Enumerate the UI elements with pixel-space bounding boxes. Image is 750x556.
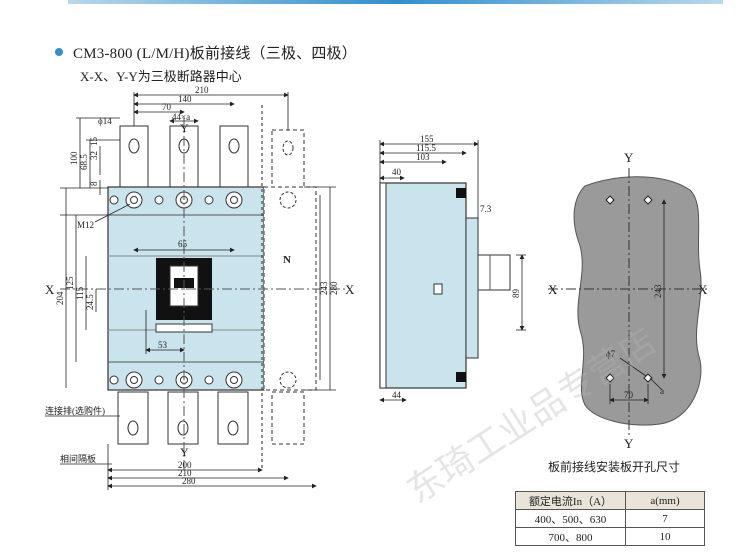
dim-32: 32 <box>89 151 99 160</box>
dim-115: 115 <box>75 286 85 300</box>
dim-280-right: 280 <box>329 281 339 295</box>
dim-89: 89 <box>511 289 521 299</box>
dim-7-3: 7.3 <box>480 204 492 214</box>
dim-phi14: ϕ14 <box>98 116 112 126</box>
cutout-dim-70: 70 <box>624 390 634 400</box>
dim-204: 204 <box>55 291 65 305</box>
side-view: 155 115.5 103 40 7.3 89 44 <box>379 134 526 403</box>
dim-210-top: 210 <box>195 85 209 95</box>
dim-140: 140 <box>178 94 192 104</box>
cutout-dim-phi7: ϕ7 <box>606 349 616 359</box>
y-axis-label-top: Y <box>180 121 189 135</box>
page-title: CM3-800 (L/M/H)板前接线（三极、四极） <box>55 42 357 63</box>
cutout-panel <box>573 176 702 426</box>
table-header-a: a(mm) <box>625 491 705 510</box>
dim-24-5: 24.5 <box>85 294 95 310</box>
cutout-y-top: Y <box>624 150 634 165</box>
table-cell: 400、500、630 <box>515 509 626 528</box>
dim-15: 15 <box>89 137 99 147</box>
n-pole-label: N <box>283 254 291 266</box>
table-row: 400、500、630 7 <box>515 509 705 528</box>
dim-243: 243 <box>319 281 329 295</box>
cutout-x-left: X <box>548 282 558 297</box>
x-axis-label-left: X <box>45 282 55 297</box>
dim-53: 53 <box>158 340 168 350</box>
front-view: N X X Y Y 210 140 70 44×a ϕ14 <box>45 85 355 490</box>
dim-115-5: 115.5 <box>416 143 436 153</box>
page-subtitle: X-X、Y-Y为三极断路器中心 <box>80 69 242 84</box>
dim-280-bottom: 280 <box>182 476 196 486</box>
cutout-dim-243: 243 <box>653 284 663 298</box>
x-axis-label-right: X <box>345 282 355 297</box>
dim-40: 40 <box>392 167 402 177</box>
dim-8: 8 <box>89 181 99 186</box>
dim-125: 125 <box>65 276 75 290</box>
dim-155: 155 <box>420 134 434 144</box>
current-table: 额定电流In（A） a(mm) 400、500、630 7 700、800 10 <box>515 491 705 546</box>
dim-200: 200 <box>178 460 192 470</box>
link-bar-callout: 连接排(选购件) <box>45 405 105 416</box>
dim-44a: 44×a <box>172 112 190 122</box>
title-text: CM3-800 (L/M/H)板前接线（三极、四极） <box>73 46 357 62</box>
table-cell: 700、800 <box>515 527 626 546</box>
dim-m12: M12 <box>77 220 94 230</box>
top-accent-line <box>68 0 723 4</box>
cutout-y-bottom: Y <box>624 436 634 451</box>
cutout-dim-a: a <box>660 386 664 396</box>
dim-100: 100 <box>69 151 79 165</box>
dim-103: 103 <box>416 152 430 162</box>
cutout-view: 243 ϕ7 a 70 Y Y X X <box>548 150 710 451</box>
dim-68-5: 68.5 <box>79 154 89 170</box>
table-header-row: 额定电流In（A） a(mm) <box>515 491 705 510</box>
table-header-current: 额定电流In（A） <box>515 491 626 510</box>
top-terminal-bars <box>119 125 305 189</box>
bullet-icon <box>55 48 63 56</box>
cutout-x-right: X <box>698 282 708 297</box>
table-row: 700、800 10 <box>515 527 705 546</box>
y-axis-label-bottom: Y <box>180 445 189 459</box>
dim-70: 70 <box>162 102 172 112</box>
dim-210-bottom: 210 <box>178 468 192 478</box>
table-cell: 10 <box>625 527 705 546</box>
phase-barrier-callout: 相间隔板 <box>60 453 96 464</box>
cutout-caption: 板前接线安装板开孔尺寸 <box>548 460 681 474</box>
dim-65: 65 <box>178 239 188 249</box>
table-cell: 7 <box>625 509 705 528</box>
bottom-terminal-bars <box>117 391 305 445</box>
dim-44: 44 <box>392 390 402 400</box>
